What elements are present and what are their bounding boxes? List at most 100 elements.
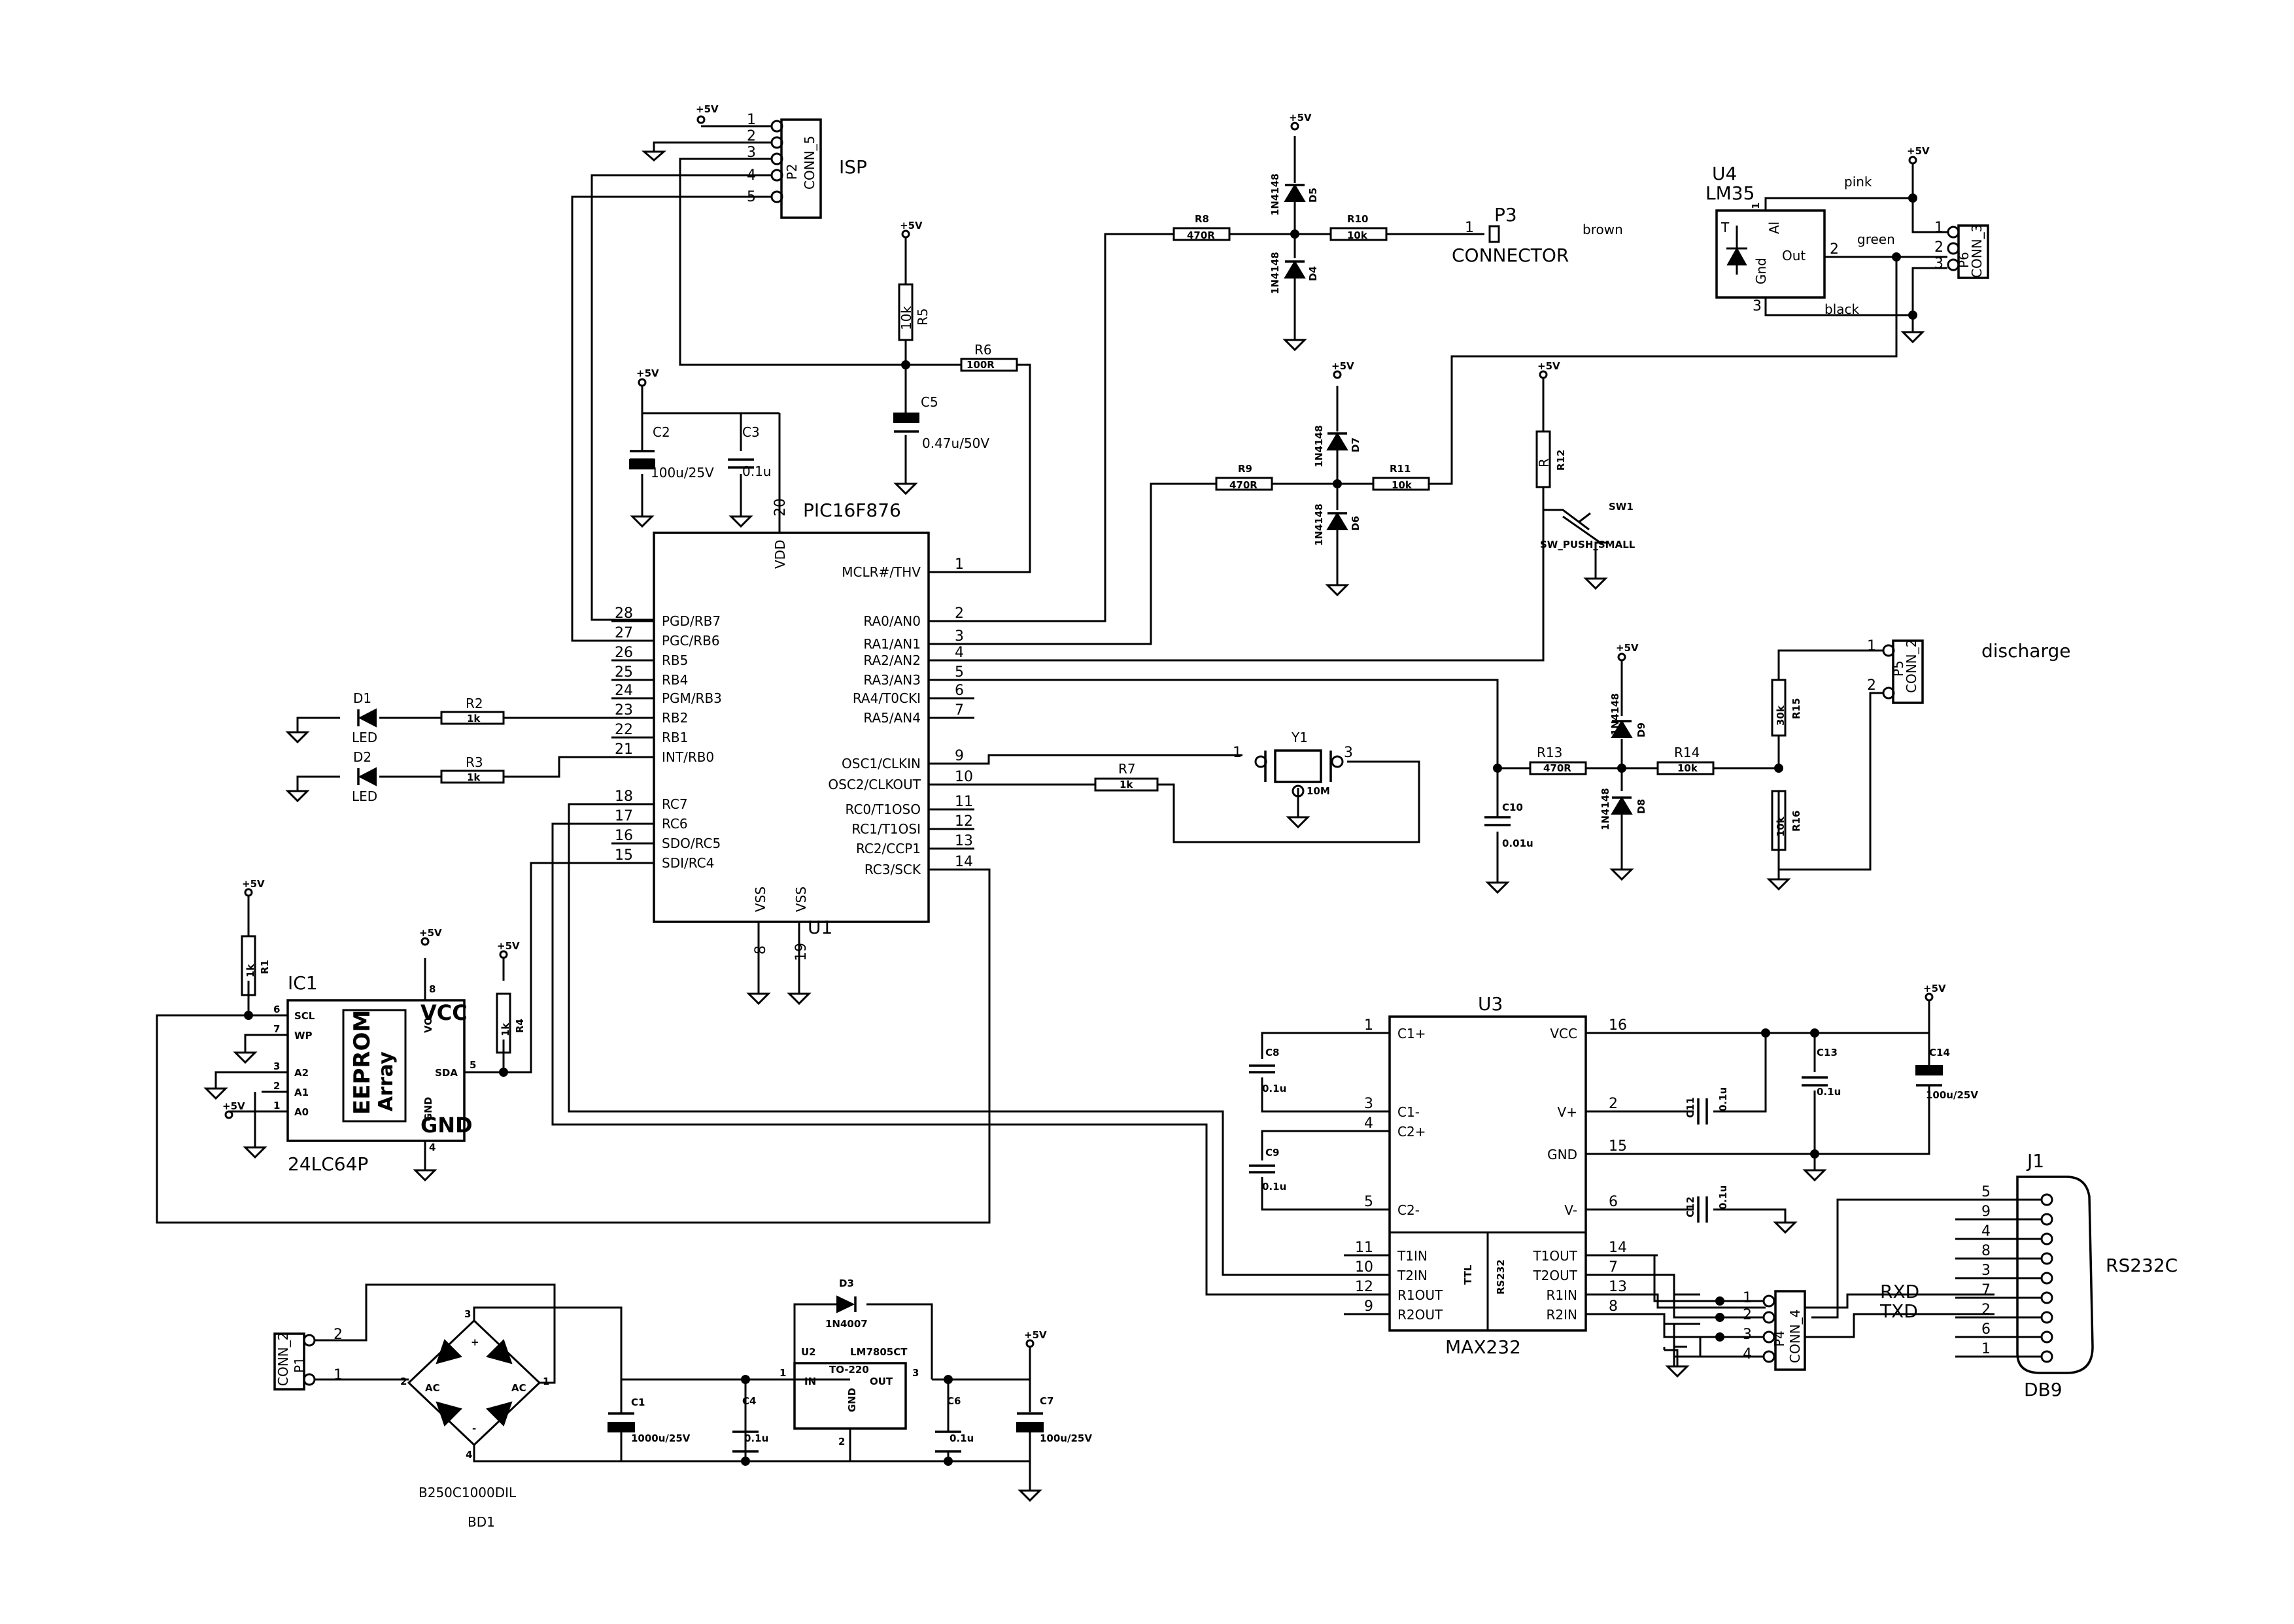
r14-value: 10k	[1677, 762, 1698, 774]
p4-pin-2-ring	[1762, 1311, 1775, 1324]
p1-ref: P1	[292, 1357, 307, 1373]
led-indicators: D1 LED D2 LED R2 1k R3 1k	[285, 690, 654, 804]
d9-body	[1611, 720, 1633, 738]
r1-vcc-label: +5V	[242, 878, 265, 890]
db9-pin-ring	[2040, 1311, 2053, 1324]
r7-body	[1094, 777, 1159, 792]
max-junction-1	[1761, 1028, 1770, 1038]
r10-body	[1329, 227, 1388, 241]
mcu-pin-name: RC3/SCK	[865, 862, 921, 877]
eeprom-sda-junction	[499, 1068, 508, 1077]
p5-label: discharge	[1981, 640, 2070, 662]
r9-ref: R9	[1238, 463, 1252, 475]
c3-symbol	[728, 458, 754, 469]
max232-pin-number: 11	[1355, 1240, 1373, 1256]
c7-vcc-label: +5V	[1024, 1329, 1047, 1341]
lm35-gnd: Gnd	[1753, 258, 1769, 284]
eeprom-pin-number: 6	[273, 1004, 280, 1015]
lm35-t: T	[1720, 220, 1730, 235]
p6-value: CONN_3	[1969, 224, 1985, 278]
mcu-pin-name: RB5	[662, 652, 688, 668]
bridge-pin-4: 4	[466, 1449, 472, 1461]
d4-value: 1N4148	[1269, 252, 1281, 294]
eeprom-gnd-symbols	[203, 1051, 437, 1182]
r11-ref: R11	[1390, 463, 1411, 475]
db9-pin-number: 6	[1981, 1321, 1991, 1338]
a0-vcc-label: +5V	[222, 1100, 245, 1112]
mcu-pin-name: RA0/AN0	[863, 613, 921, 629]
discharge-gnd	[1485, 868, 1791, 894]
c8-ref: C8	[1265, 1047, 1279, 1058]
c6-symbol	[935, 1430, 961, 1453]
db9-pin-number: 9	[1981, 1204, 1991, 1220]
r1-value: 1k	[245, 964, 256, 977]
max232-pin-name: T2OUT	[1532, 1268, 1577, 1283]
r12-vcc-symbol	[1539, 370, 1548, 379]
max-junction-2	[1810, 1028, 1819, 1038]
p4-pin-4-ring	[1762, 1350, 1775, 1363]
p4-pin-4: 4	[1743, 1346, 1752, 1362]
p6-pin-1: 1	[1934, 220, 1943, 236]
mcu-pin-name: PGM/RB3	[662, 690, 722, 706]
d6-ref: D6	[1350, 516, 1361, 531]
mclr-junction	[901, 360, 910, 369]
r6-body	[960, 358, 1018, 372]
c1-value: 1000u/25V	[631, 1432, 691, 1444]
mclr-network: +5V 10k R5 R6 100R C5 0.47u/50V	[680, 220, 1031, 573]
max232-pin-number: 12	[1355, 1279, 1373, 1295]
lm35-vcc-symbol	[1908, 156, 1917, 165]
c8-value: 0.1u	[1262, 1083, 1286, 1094]
c6-value: 0.1u	[950, 1432, 974, 1444]
max232-pin-name: R2IN	[1547, 1307, 1577, 1323]
r9-body	[1215, 477, 1273, 491]
max232-pin-number: 3	[1364, 1096, 1373, 1112]
y1-value: 10M	[1307, 785, 1330, 797]
max232-pin-name: T2IN	[1397, 1268, 1428, 1283]
c4-ref: C4	[742, 1395, 756, 1407]
max232-pin-number: 16	[1609, 1017, 1627, 1034]
mcu-vss1-name: VSS	[753, 887, 768, 912]
d7-body	[1326, 432, 1348, 450]
isp-vcc-label: +5V	[696, 103, 719, 115]
p6-pin-3-ring	[1947, 258, 1960, 271]
max232-pin-name: C2-	[1397, 1202, 1420, 1218]
c3-ref: C3	[742, 424, 760, 440]
c10-symbol	[1484, 816, 1511, 826]
eeprom-pin-name: SDA	[435, 1067, 458, 1079]
r13-body	[1529, 761, 1587, 775]
r4-vcc-symbol	[499, 950, 508, 959]
max232-pin-name: C1+	[1397, 1026, 1426, 1041]
mcu-pin-number: 12	[955, 813, 973, 830]
lm35-junction-black	[1908, 311, 1917, 320]
reg-gnd: GND	[846, 1388, 858, 1412]
d9-value: 1N4148	[1609, 693, 1621, 736]
bridge-ac-right: AC	[511, 1382, 526, 1394]
c5-gnd	[893, 482, 918, 496]
eeprom-wires	[156, 862, 991, 1224]
eeprom-gnd-small: GND	[422, 1097, 434, 1121]
ps-junction-1	[741, 1375, 750, 1384]
y1-gnd	[1286, 816, 1310, 829]
d6-gnd	[1325, 584, 1350, 597]
mcu-pin-number: 3	[955, 628, 964, 645]
d7-vcc-symbol	[1333, 370, 1342, 379]
p1-pin-1: 1	[334, 1367, 343, 1383]
isp-ref: P2	[784, 163, 800, 180]
r15-body	[1771, 679, 1787, 737]
isp-gnd-symbol	[641, 150, 667, 161]
r12-ref: R12	[1555, 450, 1567, 471]
reg-pin-1: 1	[779, 1367, 786, 1379]
reg-ref: U2	[801, 1346, 816, 1358]
lm35-sensor: U4 LM35 T Al Gnd Out +5V 1 2 3 pink gree…	[1705, 145, 1989, 344]
mcu-pin-number: 2	[955, 605, 964, 622]
ra1-junction	[1333, 479, 1342, 488]
mcu-pin-number: 9	[955, 748, 964, 764]
a0-vcc-symbol	[224, 1110, 233, 1119]
bridge-pin-2: 2	[400, 1376, 407, 1387]
c7-vcc-symbol	[1025, 1339, 1035, 1348]
isp-connector-body	[780, 118, 822, 219]
p1-body	[273, 1332, 305, 1391]
p6-pin-1-ring	[1947, 226, 1960, 239]
eeprom-vcc-big: VCC	[420, 1000, 468, 1025]
mclr-wires	[680, 237, 1031, 573]
